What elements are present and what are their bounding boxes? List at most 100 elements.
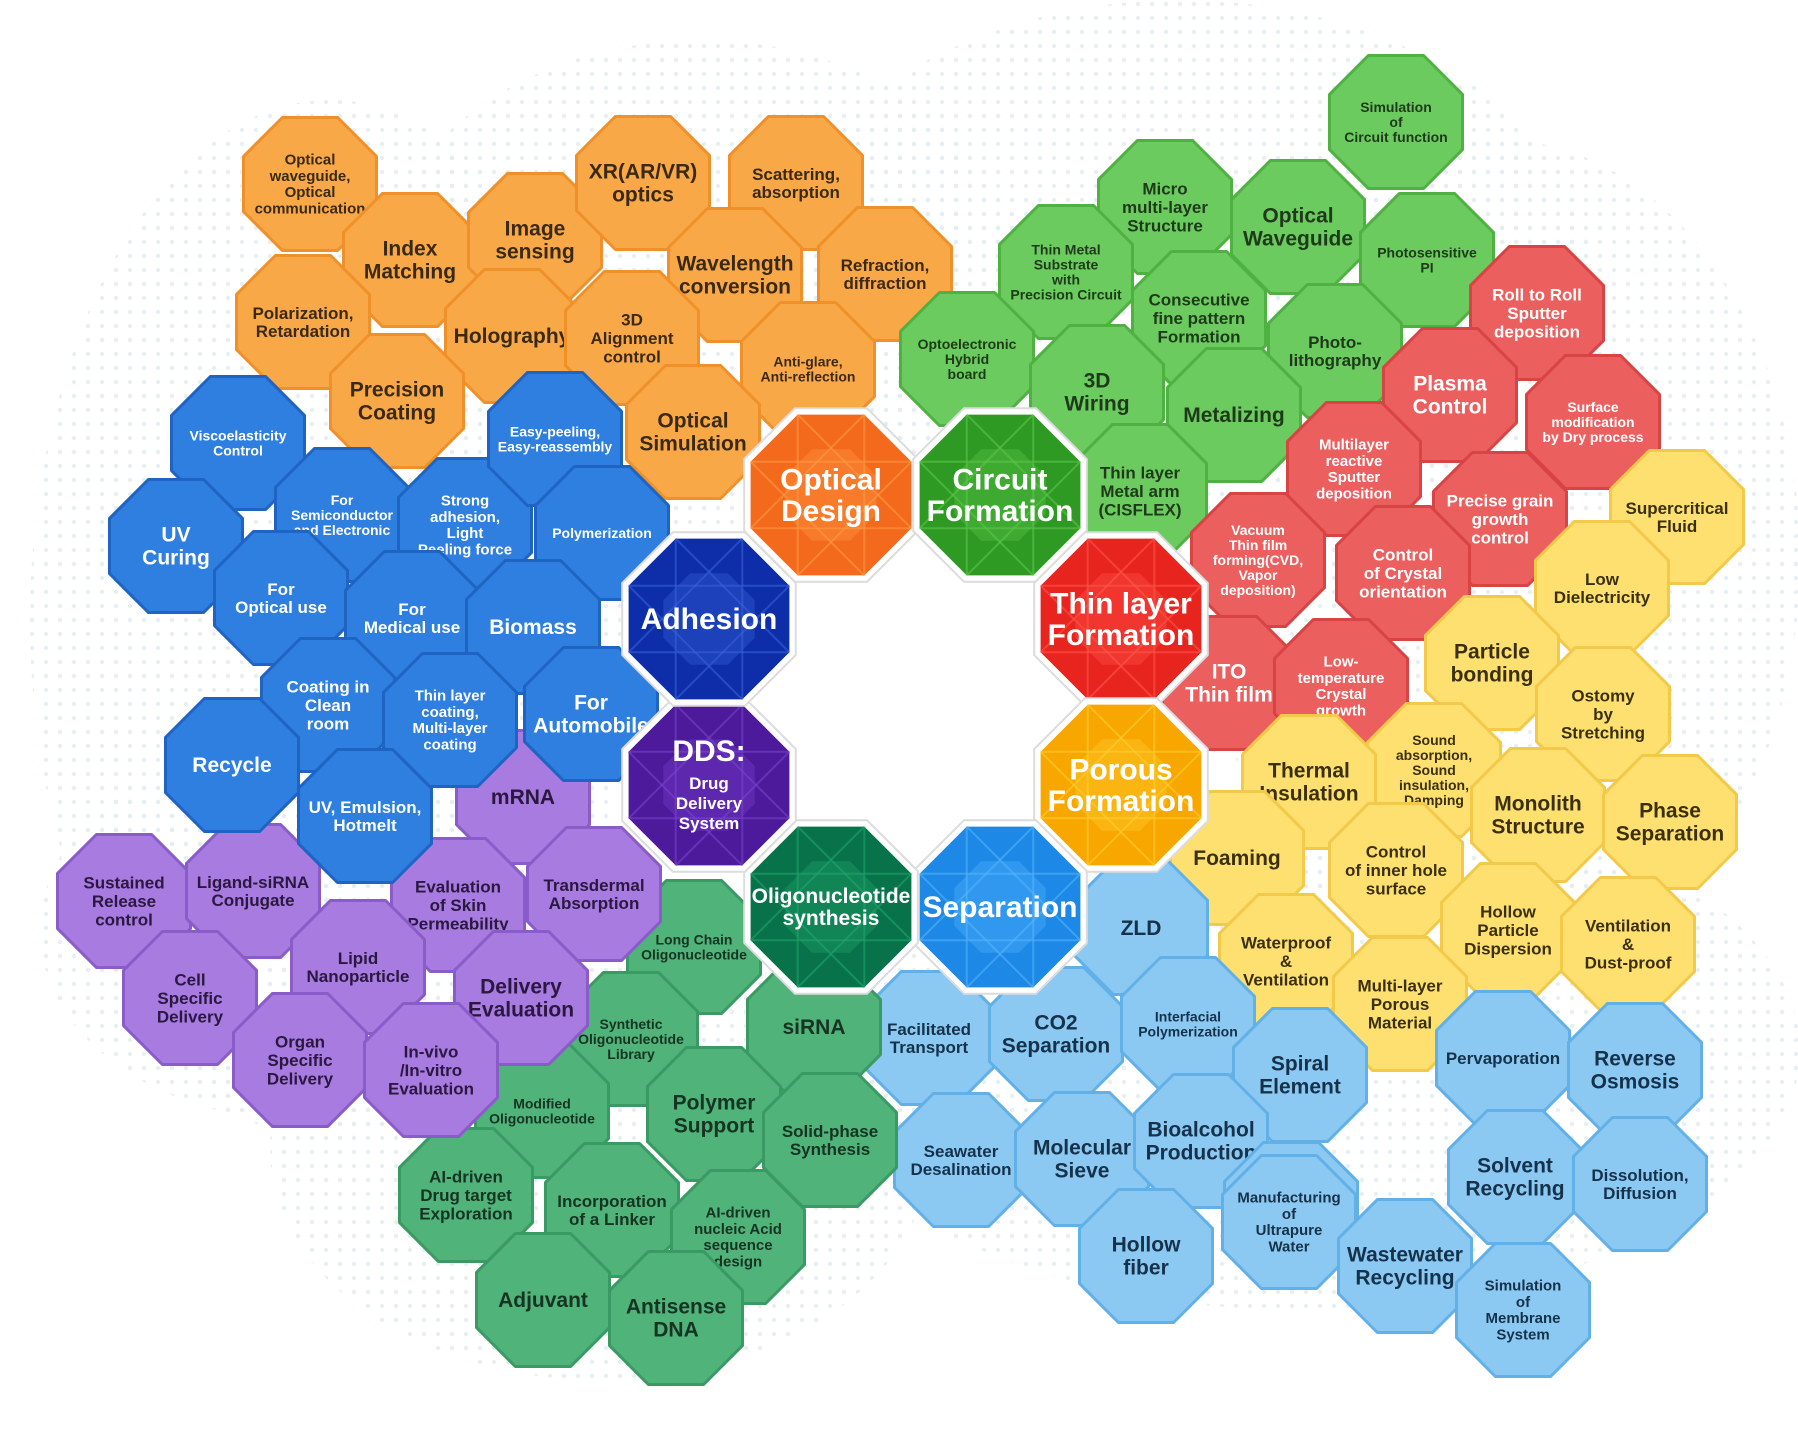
core-octagon <box>1040 704 1202 866</box>
core-facet-center <box>954 449 1046 541</box>
core-facet-line <box>627 703 744 820</box>
core-facet-line <box>918 413 1035 530</box>
node-octagon <box>164 697 300 833</box>
node-octagon <box>122 930 258 1066</box>
core-facet-line <box>796 825 913 942</box>
node-label: Scattering,absorption <box>752 164 840 201</box>
node-xr-ar-vr-optics: XR(AR/VR)optics <box>575 115 711 251</box>
core-facet-line <box>749 872 866 989</box>
node-label: Dissolution,Diffusion <box>1591 1165 1688 1202</box>
node-octagon <box>398 1127 534 1263</box>
core-facet-line <box>1039 750 1156 867</box>
core-separation: Separation <box>912 819 1088 995</box>
node-label: Refraction,diffraction <box>841 255 930 292</box>
core-facet-line <box>1039 537 1156 654</box>
node-label: XR(AR/VR)optics <box>589 160 698 206</box>
node-octagon <box>1602 754 1738 890</box>
core-octagon <box>919 414 1081 576</box>
node-label: mRNA <box>491 786 555 809</box>
core-facet-line <box>918 460 1035 577</box>
node-octagon <box>625 364 761 500</box>
node-octagon <box>1078 1188 1214 1324</box>
node-octagon <box>329 333 465 469</box>
node-label: siRNA <box>782 1016 845 1039</box>
core-octagon <box>628 538 790 700</box>
core-octagon <box>750 826 912 988</box>
core-facet-line <box>1039 703 1156 820</box>
node-octagon <box>817 206 953 342</box>
node-octagon <box>1359 192 1495 328</box>
core-facet-line <box>796 872 913 989</box>
node-octagon <box>232 992 368 1128</box>
node-recycle: Recycle <box>164 697 300 833</box>
node-octagon <box>1572 1116 1708 1252</box>
core-facet-line <box>674 750 791 867</box>
node-octagon <box>108 478 244 614</box>
node-octagon <box>1424 595 1560 731</box>
node-label: Polarization,Retardation <box>252 303 353 340</box>
core-octagon <box>628 704 790 866</box>
node-octagon <box>1535 646 1671 782</box>
node-octagon <box>1328 54 1464 190</box>
core-facet-center <box>663 573 755 665</box>
node-photo-lithography: Photo-lithography <box>1267 283 1403 419</box>
core-facet-line <box>1086 584 1203 701</box>
node-octagon <box>762 1072 898 1208</box>
core-octagon <box>750 414 912 576</box>
core-label: Adhesion <box>641 603 778 636</box>
node-polymerization: Polymerization <box>534 465 670 601</box>
node-dissolution-diffusion: Dissolution,Diffusion <box>1572 1116 1708 1252</box>
core-facet-line <box>1086 750 1203 867</box>
core-facet-line <box>1086 537 1203 654</box>
